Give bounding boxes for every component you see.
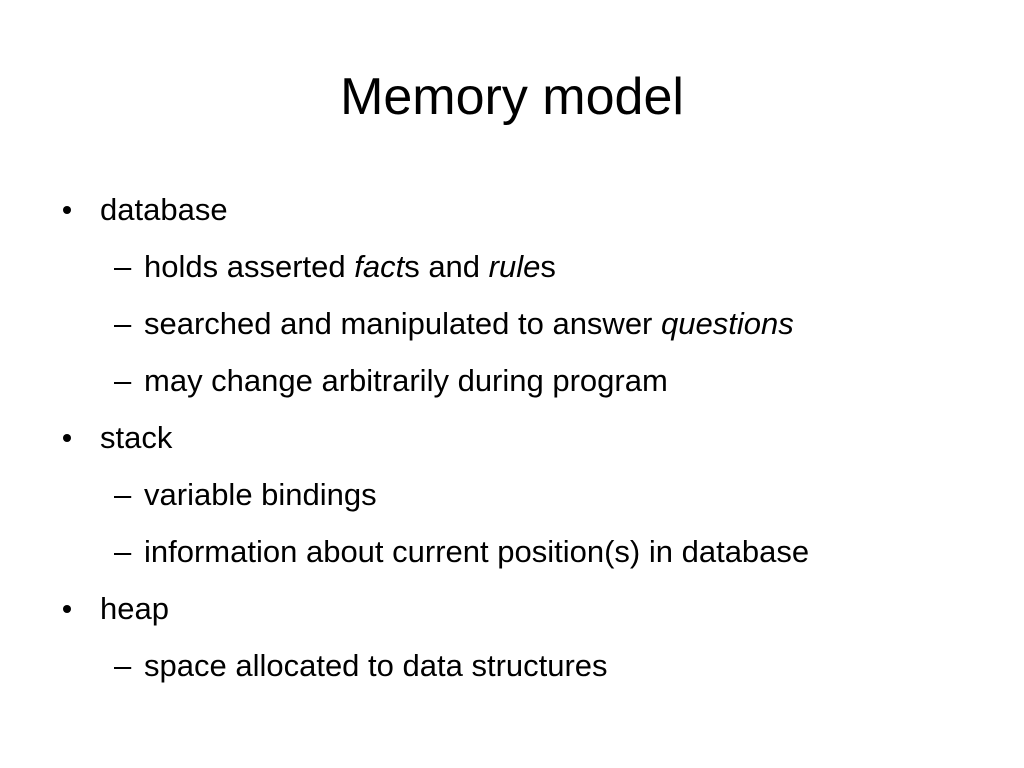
bullet-text: information about current position(s) in… [144, 534, 810, 569]
bullet-text: s [540, 249, 556, 284]
bullet-item: database [58, 186, 978, 243]
emphasized-text: questions [661, 306, 794, 341]
slide-title: Memory model [340, 68, 684, 126]
bullet-dot-icon [63, 434, 71, 442]
bullet-text: stack [100, 420, 173, 455]
dash-marker: – [114, 306, 132, 341]
sub-bullet-item: –searched and manipulated to answer ques… [58, 300, 978, 357]
dash-marker: – [114, 249, 132, 284]
dash-marker: – [114, 534, 132, 569]
bullet-list: database–holds asserted facts and rules–… [58, 186, 978, 699]
dash-marker: – [114, 648, 132, 683]
bullet-item: stack [58, 414, 978, 471]
bullet-text: variable bindings [144, 477, 377, 512]
bullet-text: may change arbitrarily during program [144, 363, 668, 398]
bullet-text: searched and manipulated to answer [144, 306, 661, 341]
bullet-text: space allocated to data structures [144, 648, 608, 683]
dash-marker: – [114, 477, 132, 512]
sub-bullet-item: –information about current position(s) i… [58, 528, 978, 585]
sub-bullet-item: –space allocated to data structures [58, 642, 978, 699]
sub-bullet-item: –variable bindings [58, 471, 978, 528]
sub-bullet-item: –may change arbitrarily during program [58, 357, 978, 414]
bullet-text: database [100, 192, 228, 227]
emphasized-text: fact [354, 249, 405, 284]
sub-bullet-item: –holds asserted facts and rules [58, 243, 978, 300]
bullet-text: holds asserted [144, 249, 355, 284]
bullet-text: s and [404, 249, 489, 284]
emphasized-text: rule [488, 249, 541, 284]
bullet-item: heap [58, 585, 978, 642]
dash-marker: – [114, 363, 132, 398]
bullet-text: heap [100, 591, 169, 626]
bullet-dot-icon [63, 605, 71, 613]
bullet-dot-icon [63, 206, 71, 214]
